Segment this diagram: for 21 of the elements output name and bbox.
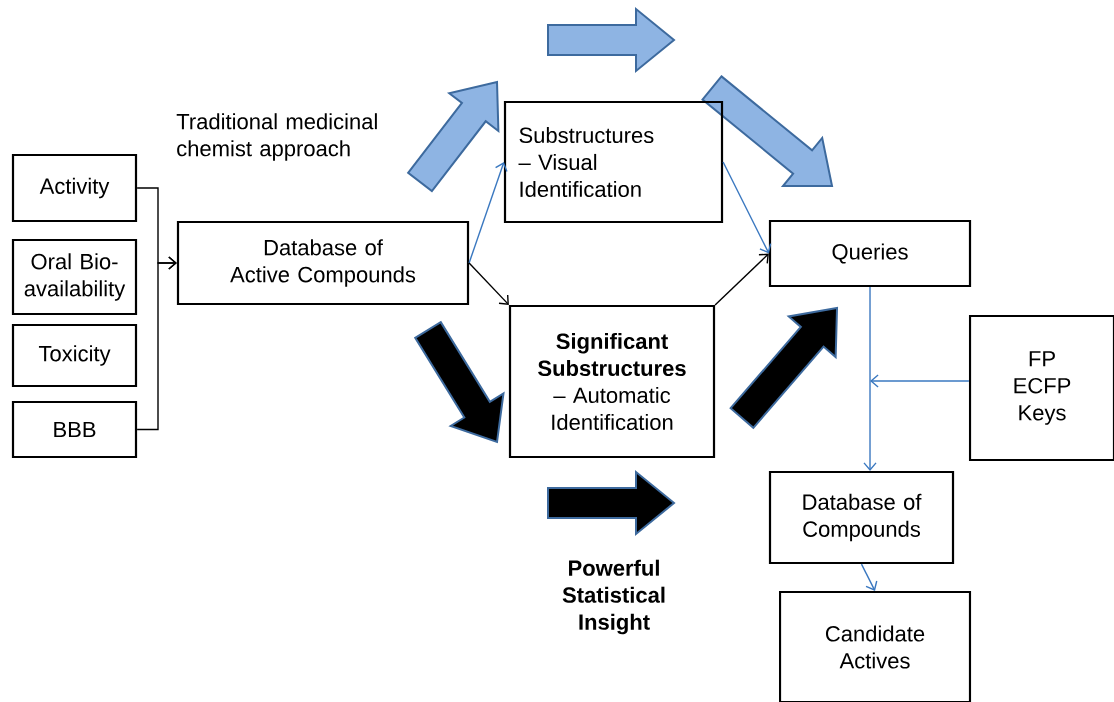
- arrow: [136, 256, 177, 431]
- process-box: Queries: [768, 219, 972, 288]
- process-box: Candidate Actives: [778, 590, 972, 702]
- process-box: BBB: [11, 400, 138, 459]
- arrow: [860, 563, 878, 591]
- process-box: Significant Substructures – Automatic Identification: [508, 304, 716, 459]
- process-box: Substructures – Visual Identification: [503, 100, 724, 224]
- process-box: Oral Bio-availability: [11, 238, 138, 316]
- arrow: [468, 262, 509, 305]
- process-box: Toxicity: [11, 323, 138, 388]
- note-text: Traditional medicinal chemist approach: [176, 113, 377, 161]
- process-box: Database of Active Compounds: [176, 220, 470, 306]
- note-text: Powerful Statistical Insight: [562, 559, 665, 635]
- process-box: Activity: [11, 153, 138, 223]
- arrow: [870, 374, 970, 388]
- arrow: [863, 286, 877, 471]
- arrow: [714, 253, 769, 306]
- process-box: Database of Compounds: [768, 470, 955, 565]
- process-box: FP ECFP Keys: [968, 314, 1114, 462]
- arrow: [468, 162, 508, 264]
- arrow: [722, 161, 772, 254]
